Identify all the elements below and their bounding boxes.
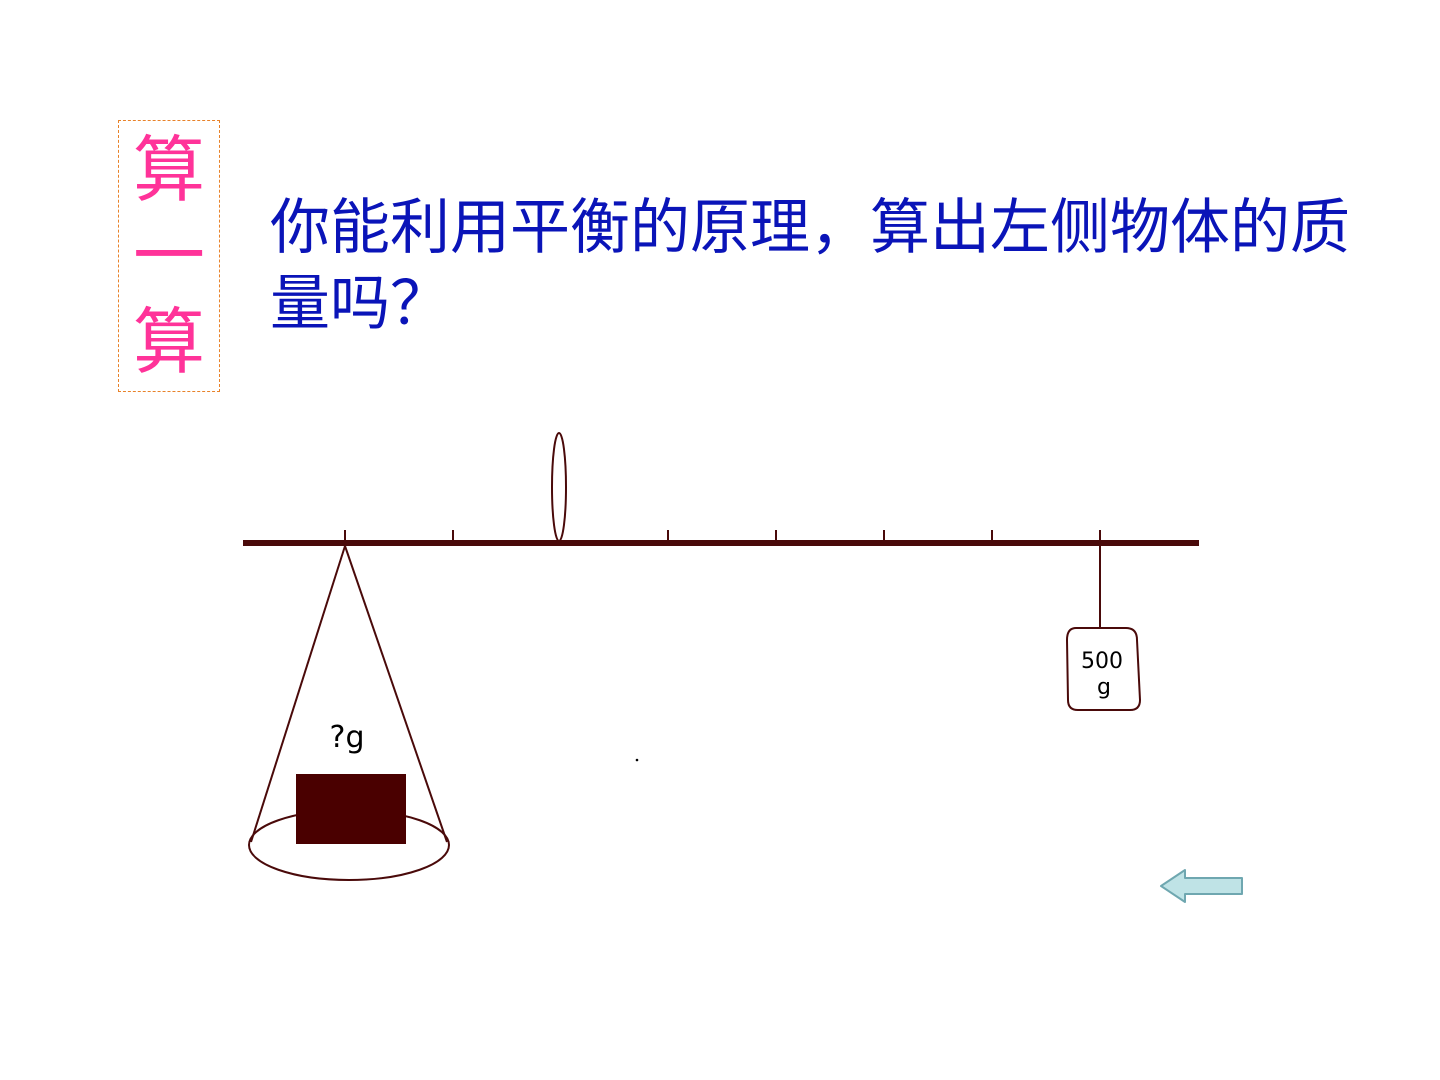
weight-label-value: 500 [1081,649,1123,674]
back-button[interactable] [1160,869,1243,903]
unknown-mass-block [296,774,406,844]
question-text: 你能利用平衡的原理，算出左侧物体的质量吗？ [270,193,1350,339]
pivot-ring [551,432,567,542]
left-arrow-icon[interactable] [1160,869,1243,903]
lever-beam [243,540,1199,546]
stray-dot [635,758,639,762]
pan-string-left [250,545,346,843]
beam-ticks [344,530,1101,541]
side-title: 算 一 算 [118,120,220,392]
side-title-char-1: 算 [132,128,205,212]
weight-block [1065,627,1142,711]
side-title-char-3: 算 [132,300,205,384]
pan-string-right [344,545,448,843]
weight-label-unit: g [1097,675,1111,700]
unknown-mass-label: ?g [330,720,365,755]
side-title-char-2: 一 [132,214,205,298]
